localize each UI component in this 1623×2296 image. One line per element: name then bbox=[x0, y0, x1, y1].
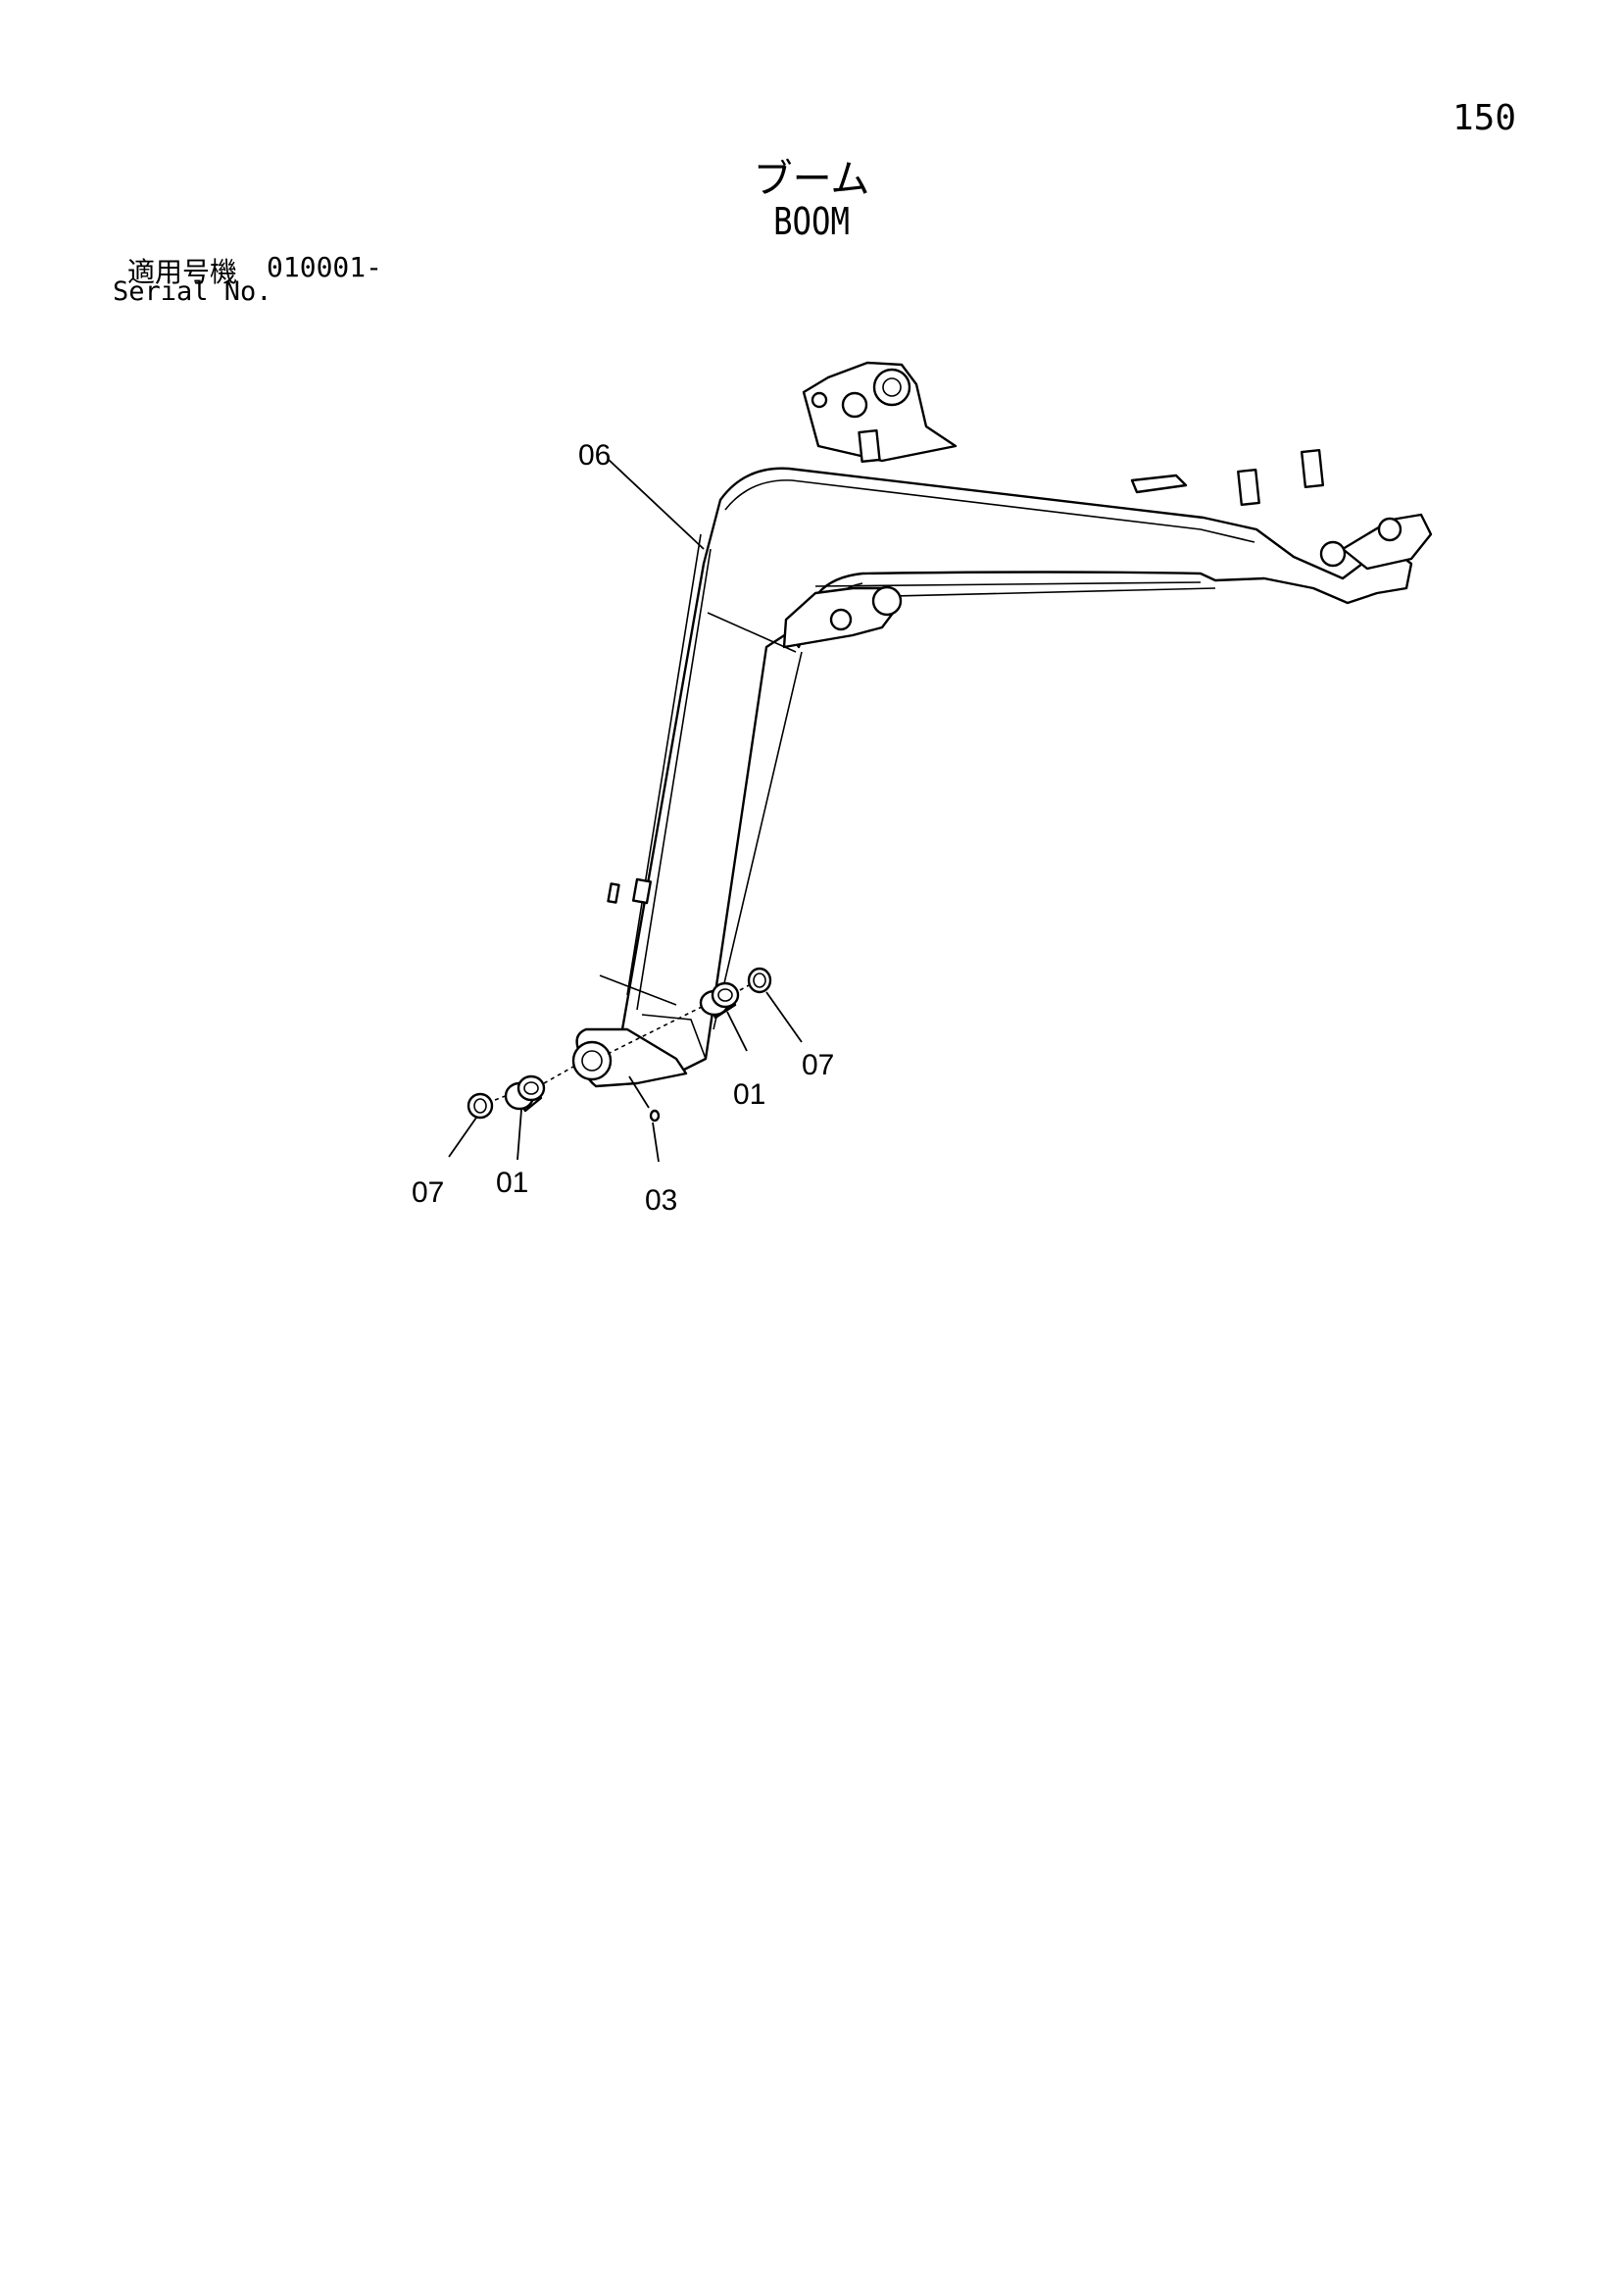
callout-07-left: 07 bbox=[412, 1176, 444, 1209]
callout-06: 06 bbox=[578, 439, 611, 472]
part-07-ring-right bbox=[747, 967, 772, 994]
part-01-bushing-right bbox=[699, 981, 740, 1020]
serial-label-english: Serial No. bbox=[113, 276, 272, 307]
serial-label-japanese: 適用号機 bbox=[127, 256, 238, 288]
callout-01-right: 01 bbox=[733, 1078, 765, 1111]
title-japanese: ブーム bbox=[753, 157, 870, 202]
serial-number-value: 010001- bbox=[267, 251, 383, 283]
part-01-bushing-left bbox=[504, 1074, 546, 1113]
title-english: BOOM bbox=[773, 200, 850, 243]
callout-07-right: 07 bbox=[802, 1049, 834, 1081]
part-03-grease-fitting bbox=[649, 1109, 661, 1123]
boom-drawing bbox=[571, 361, 1433, 1088]
callout-01-left: 01 bbox=[496, 1167, 528, 1199]
leader-lines bbox=[448, 458, 803, 1163]
part-07-ring-left bbox=[467, 1092, 494, 1120]
page-number: 150 bbox=[1452, 98, 1517, 138]
callout-03: 03 bbox=[645, 1184, 677, 1217]
